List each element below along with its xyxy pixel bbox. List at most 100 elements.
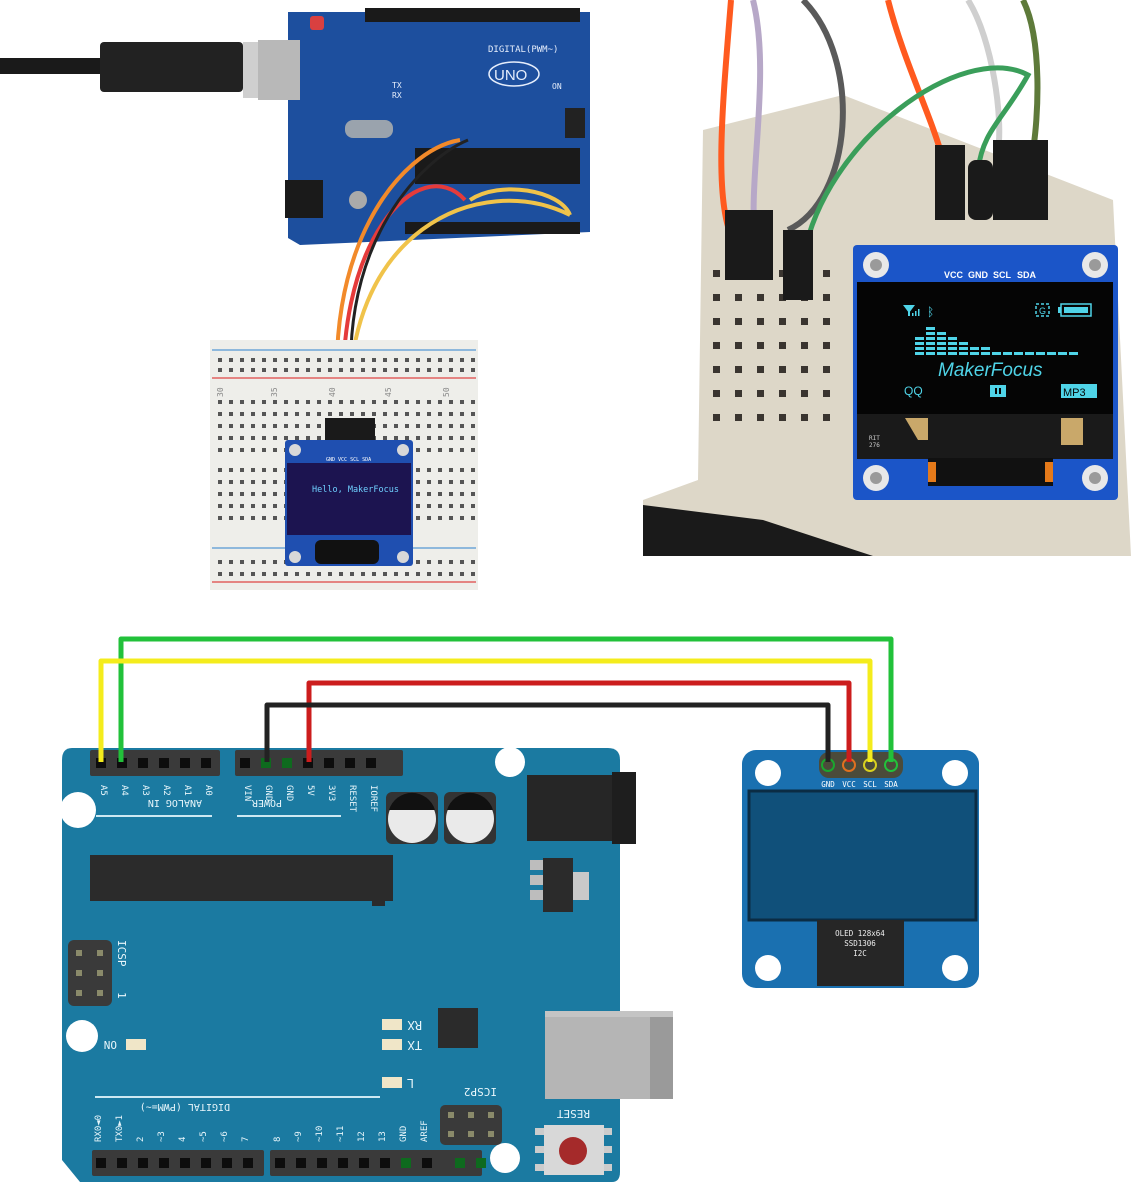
breadboard-hole: [460, 400, 464, 404]
breadboard-hole: [262, 516, 266, 520]
pin-label: 12: [357, 1131, 367, 1142]
pin-label-scl: SCL: [993, 270, 1012, 280]
signal-icon: [903, 305, 920, 316]
equalizer-segment: [1025, 352, 1034, 355]
breadboard-hole: [383, 368, 387, 372]
breadboard-hole: [779, 366, 786, 373]
breadboard-hole: [229, 480, 233, 484]
breadboard-hole: [218, 412, 222, 416]
oled-chip-text: I2C: [853, 949, 867, 958]
breadboard-hole: [735, 342, 742, 349]
breadboard-hole: [328, 400, 332, 404]
breadboard-hole: [273, 516, 277, 520]
breadboard-hole: [251, 492, 255, 496]
oled-module-small: GND VCC SCL SDA Hello, MakerFocus: [285, 418, 413, 566]
breadboard-hole: [416, 516, 420, 520]
breadboard-hole: [427, 368, 431, 372]
breadboard-hole: [350, 412, 354, 416]
equalizer-segment: [937, 342, 946, 345]
breadboard-hole: [229, 412, 233, 416]
equalizer-segment: [959, 342, 968, 345]
icsp-header: [565, 108, 585, 138]
breadboard-hole: [218, 368, 222, 372]
photo-oled-closeup: VCC GND SCL SDA RIT 276 ᛒ G MakerFocus Q…: [643, 0, 1131, 556]
pin-label: TX0►1: [115, 1115, 125, 1142]
breadboard-hole: [317, 400, 321, 404]
breadboard-hole: [229, 516, 233, 520]
voltage-regulator: [543, 858, 573, 912]
crystal: [345, 120, 393, 138]
breadboard-hole: [427, 468, 431, 472]
breadboard-hole: [306, 400, 310, 404]
header-pin: [222, 1158, 232, 1168]
breadboard-hole: [273, 436, 277, 440]
pin-label: ~11: [336, 1126, 346, 1142]
breadboard-hole: [218, 436, 222, 440]
breadboard-hole: [240, 492, 244, 496]
breadboard-hole: [757, 294, 764, 301]
breadboard-hole: [251, 358, 255, 362]
breadboard-hole: [240, 572, 244, 576]
breadboard-hole: [416, 368, 420, 372]
bluetooth-icon: ᛒ: [927, 305, 934, 319]
bb-col-label: 35: [270, 387, 279, 397]
breadboard-hole: [273, 468, 277, 472]
icsp2-label: ICSP2: [464, 1085, 497, 1098]
wire-gnd-black: [264, 702, 831, 762]
breadboard-hole: [460, 480, 464, 484]
header-pin: [117, 1158, 127, 1168]
breadboard-hole: [757, 390, 764, 397]
breadboard-hole: [317, 412, 321, 416]
breadboard-hole: [449, 560, 453, 564]
oled-chip-text: SSD1306: [844, 939, 876, 948]
usb-chip: [438, 1008, 478, 1048]
usb-cable: [0, 58, 100, 74]
breadboard-hole: [383, 424, 387, 428]
pin-label: 8: [273, 1137, 283, 1142]
breadboard-hole: [273, 560, 277, 564]
breadboard-hole: [240, 358, 244, 362]
breadboard-hole: [273, 504, 277, 508]
breadboard-hole: [449, 400, 453, 404]
breadboard-hole: [416, 572, 420, 576]
reset-button: [310, 16, 324, 30]
breadboard-hole: [823, 366, 830, 373]
breadboard-hole: [438, 448, 442, 452]
equalizer-segment: [926, 352, 935, 355]
breadboard-hole: [306, 572, 310, 576]
breadboard-hole: [262, 468, 266, 472]
breadboard-hole: [471, 492, 475, 496]
pin-label: 13: [378, 1131, 388, 1142]
breadboard-hole: [449, 358, 453, 362]
breadboard-hole: [394, 358, 398, 362]
breadboard-hole: [218, 468, 222, 472]
header-pin: [455, 1158, 465, 1168]
header-pin: [201, 758, 211, 768]
breadboard-hole: [317, 572, 321, 576]
equalizer-segment: [1058, 352, 1067, 355]
breadboard-hole: [306, 424, 310, 428]
breadboard-hole: [262, 572, 266, 576]
breadboard-hole: [284, 436, 288, 440]
breadboard-hole: [416, 492, 420, 496]
pin-label: ~5: [199, 1131, 209, 1142]
breadboard-hole: [427, 400, 431, 404]
digital-header-low: [92, 1150, 264, 1176]
dc-jack: [285, 180, 323, 218]
breadboard-hole: [273, 368, 277, 372]
header-pin: [359, 1158, 369, 1168]
breadboard-hole: [471, 516, 475, 520]
breadboard-hole: [218, 358, 222, 362]
breadboard-hole: [427, 504, 431, 508]
breadboard-hole: [262, 492, 266, 496]
breadboard-hole: [460, 560, 464, 564]
equalizer-segment: [915, 337, 924, 340]
header-pin: [422, 1158, 432, 1168]
breadboard-hole: [713, 390, 720, 397]
brand-text: MakerFocus: [938, 360, 1043, 381]
breadboard-hole: [328, 412, 332, 416]
breadboard-hole: [427, 480, 431, 484]
breadboard-hole: [438, 358, 442, 362]
analog-header: [90, 750, 220, 776]
